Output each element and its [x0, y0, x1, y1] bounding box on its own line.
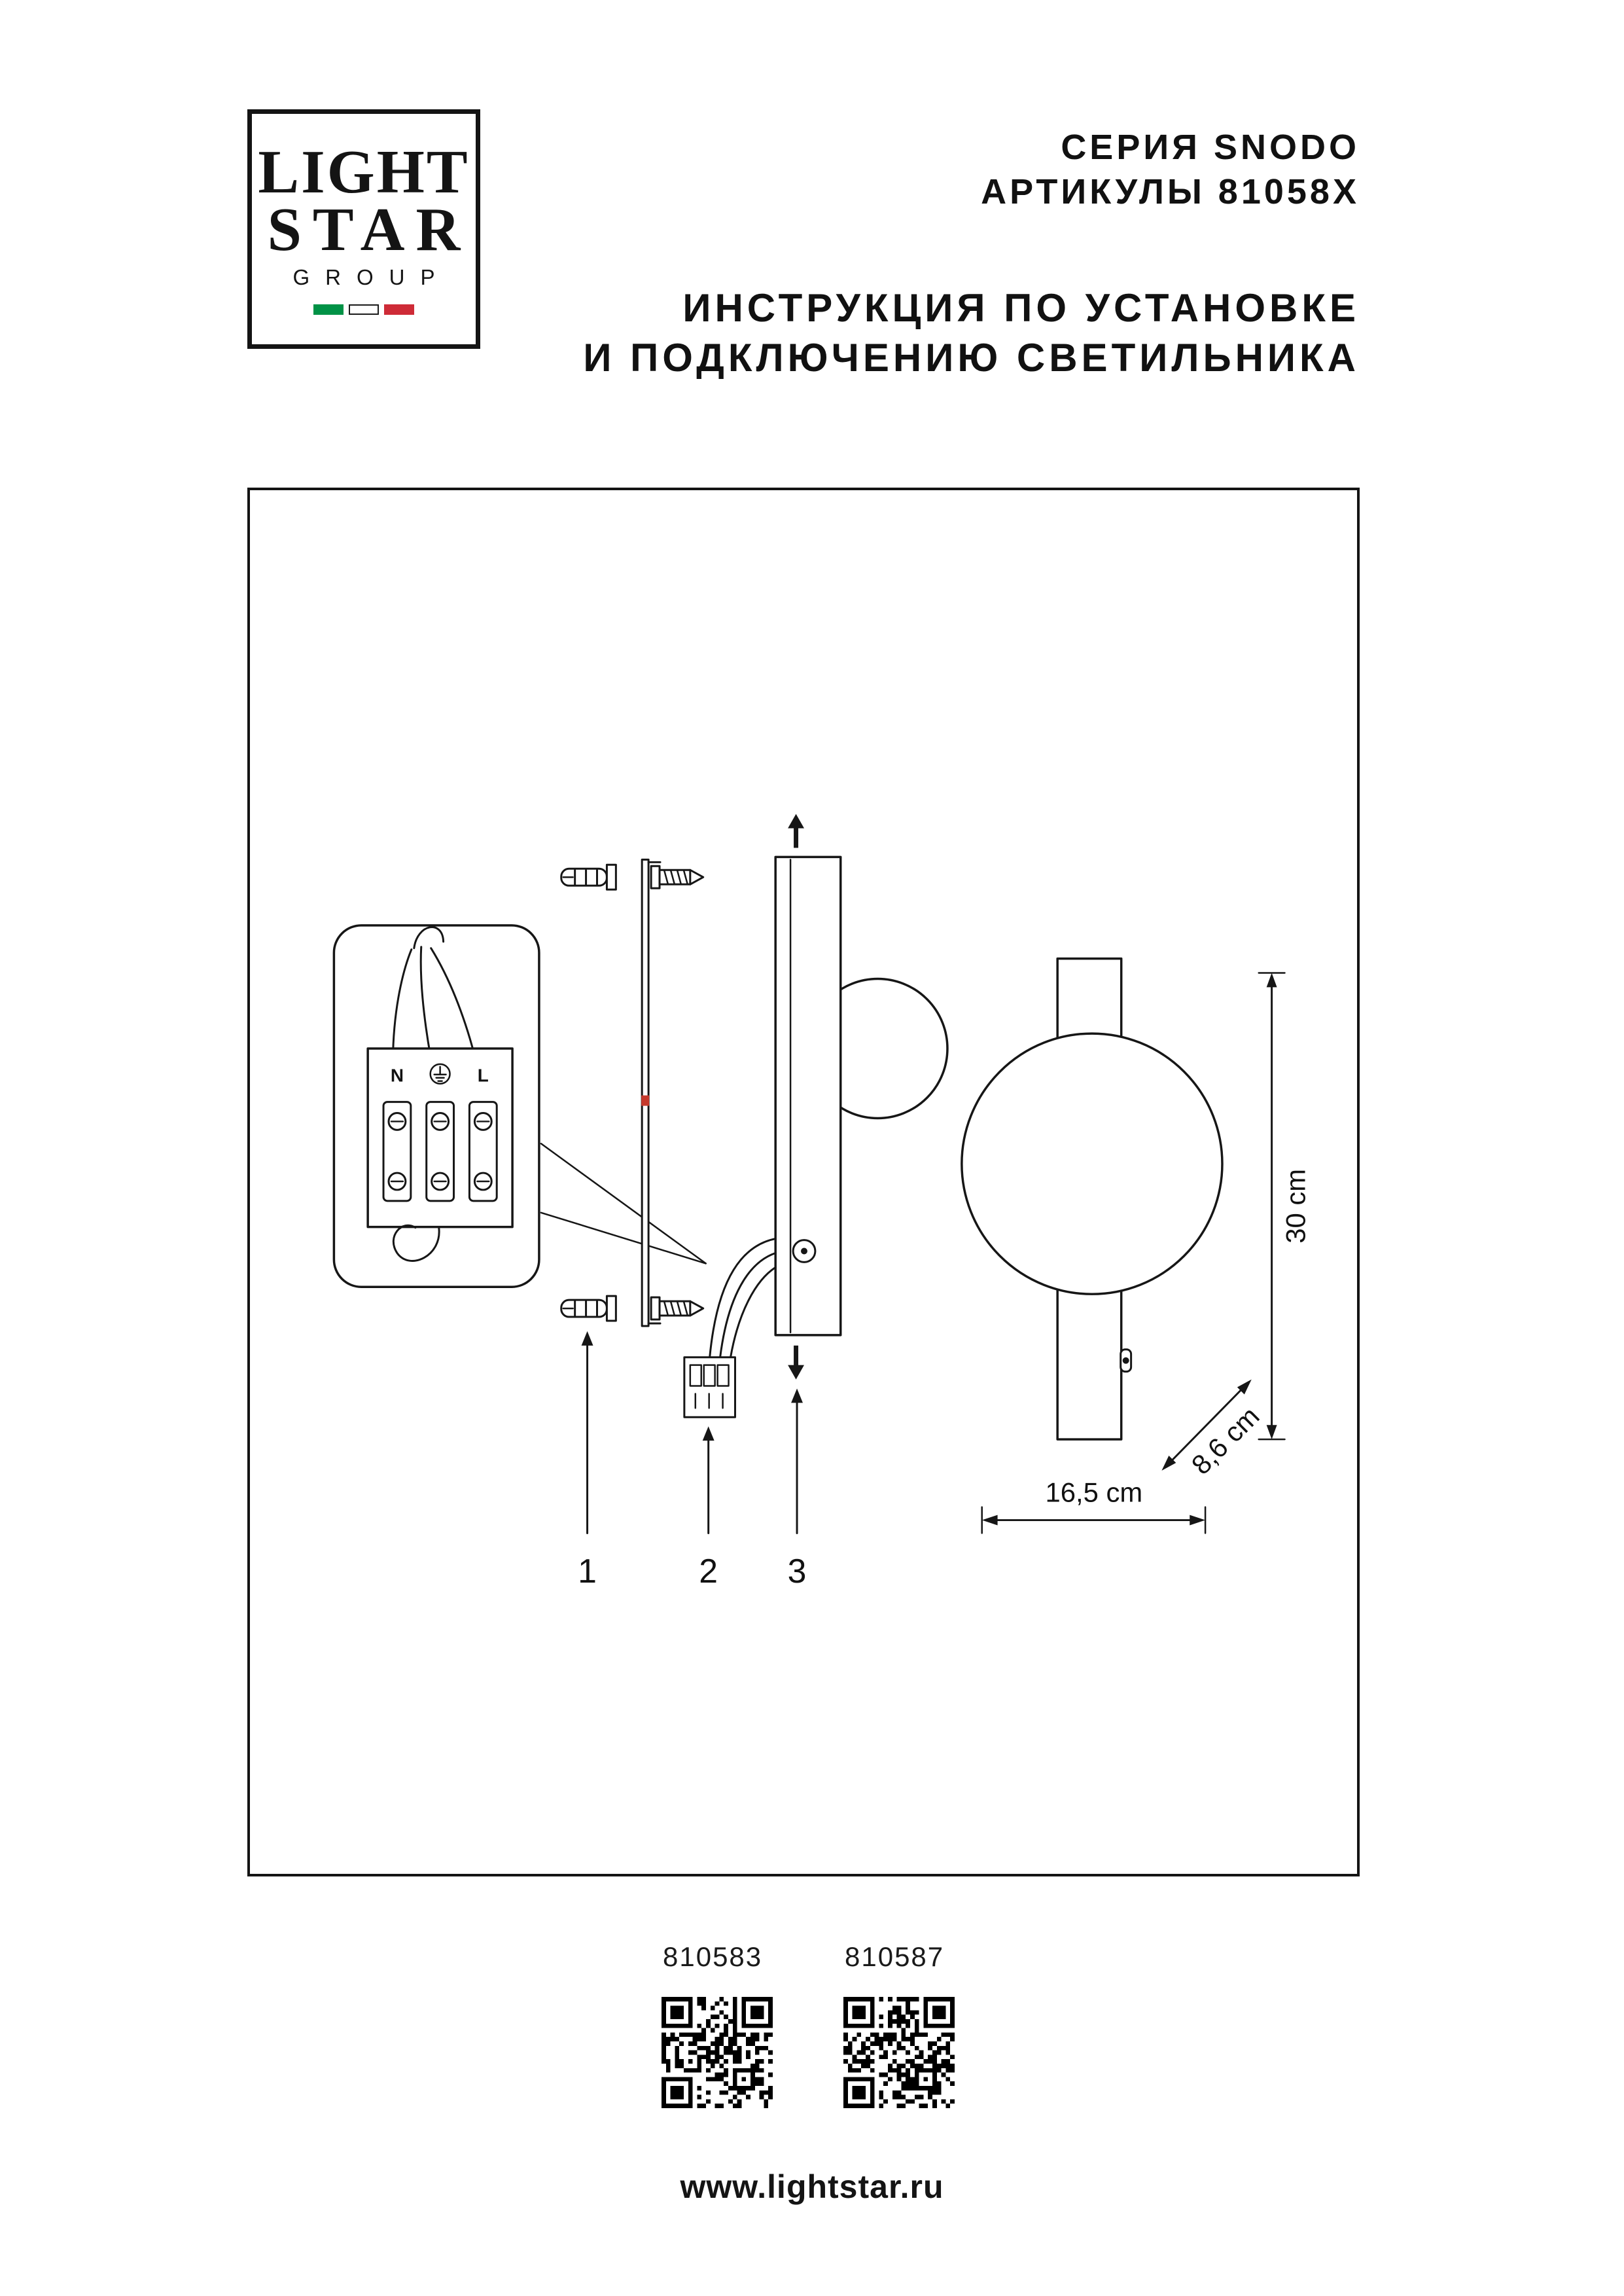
wall-plug-and-screw — [560, 863, 705, 891]
installation-diagram: N L — [332, 814, 1311, 1590]
instruction-title-line1: ИНСТРУКЦИЯ ПО УСТАНОВКЕ — [682, 286, 1360, 330]
lamp-front-view — [961, 957, 1224, 1441]
step-1-label: 1 — [578, 1552, 597, 1590]
earth-icon — [429, 1063, 451, 1085]
flag-bar-green — [313, 304, 344, 315]
logo-star-text: STAR — [267, 196, 472, 264]
terminal-block: N L — [366, 1047, 514, 1262]
terminal-label-l: L — [478, 1066, 489, 1086]
doc-header: СЕРИЯ SNODO АРТИКУЛЫ 81058X ИНСТРУКЦИЯ П… — [583, 126, 1360, 383]
step-2-label: 2 — [699, 1552, 718, 1590]
dimension-depth-label: 8,6 cm — [1186, 1401, 1265, 1480]
italy-flag-icon — [313, 304, 414, 315]
mounting-strip — [641, 858, 662, 1327]
article-code-810587: 810587 — [845, 1941, 945, 1972]
series-title: СЕРИЯ SNODO — [1061, 128, 1360, 167]
lightstar-logo: LIGHT STAR GROUP — [247, 109, 480, 349]
logo-group-text: GROUP — [292, 265, 451, 290]
qr-code-left — [662, 1997, 773, 2108]
dimension-width: 16,5 cm — [981, 1477, 1207, 1534]
flag-bar-red — [384, 304, 414, 315]
articles-title: АРТИКУЛЫ 81058X — [981, 171, 1360, 211]
dimension-height: 30 cm — [1258, 972, 1311, 1441]
dimension-depth: 8,6 cm — [1161, 1379, 1265, 1480]
terminal-screws — [382, 1101, 498, 1202]
lamp-side-view — [683, 814, 949, 1418]
switch-button-side — [792, 1239, 817, 1263]
strip-marker — [641, 1095, 650, 1106]
flag-bar-white — [349, 304, 379, 315]
installation-diagram-frame: N L — [247, 488, 1360, 1876]
step-leaders: 1 2 3 — [578, 1331, 806, 1590]
lamp-head-front — [961, 1032, 1224, 1295]
terminal-label-n: N — [391, 1066, 404, 1086]
dimension-width-label: 16,5 cm — [1046, 1477, 1143, 1508]
wiring-callout: N L — [332, 924, 707, 1288]
website-url: www.lightstar.ru — [680, 2168, 944, 2205]
lamp-plate-side — [774, 855, 842, 1336]
qr-code-right — [843, 1997, 955, 2108]
wire-connector — [683, 1356, 736, 1418]
instruction-title-line2: И ПОДКЛЮЧЕНИЮ СВЕТИЛЬНИКА — [583, 336, 1360, 380]
arrow-down-icon — [788, 1345, 804, 1380]
step-3-label: 3 — [788, 1552, 807, 1590]
article-code-810583: 810583 — [663, 1941, 763, 1972]
logo-light-text: LIGHT — [258, 137, 470, 206]
arrow-up-icon — [788, 814, 804, 848]
dimension-height-label: 30 cm — [1280, 1169, 1311, 1244]
